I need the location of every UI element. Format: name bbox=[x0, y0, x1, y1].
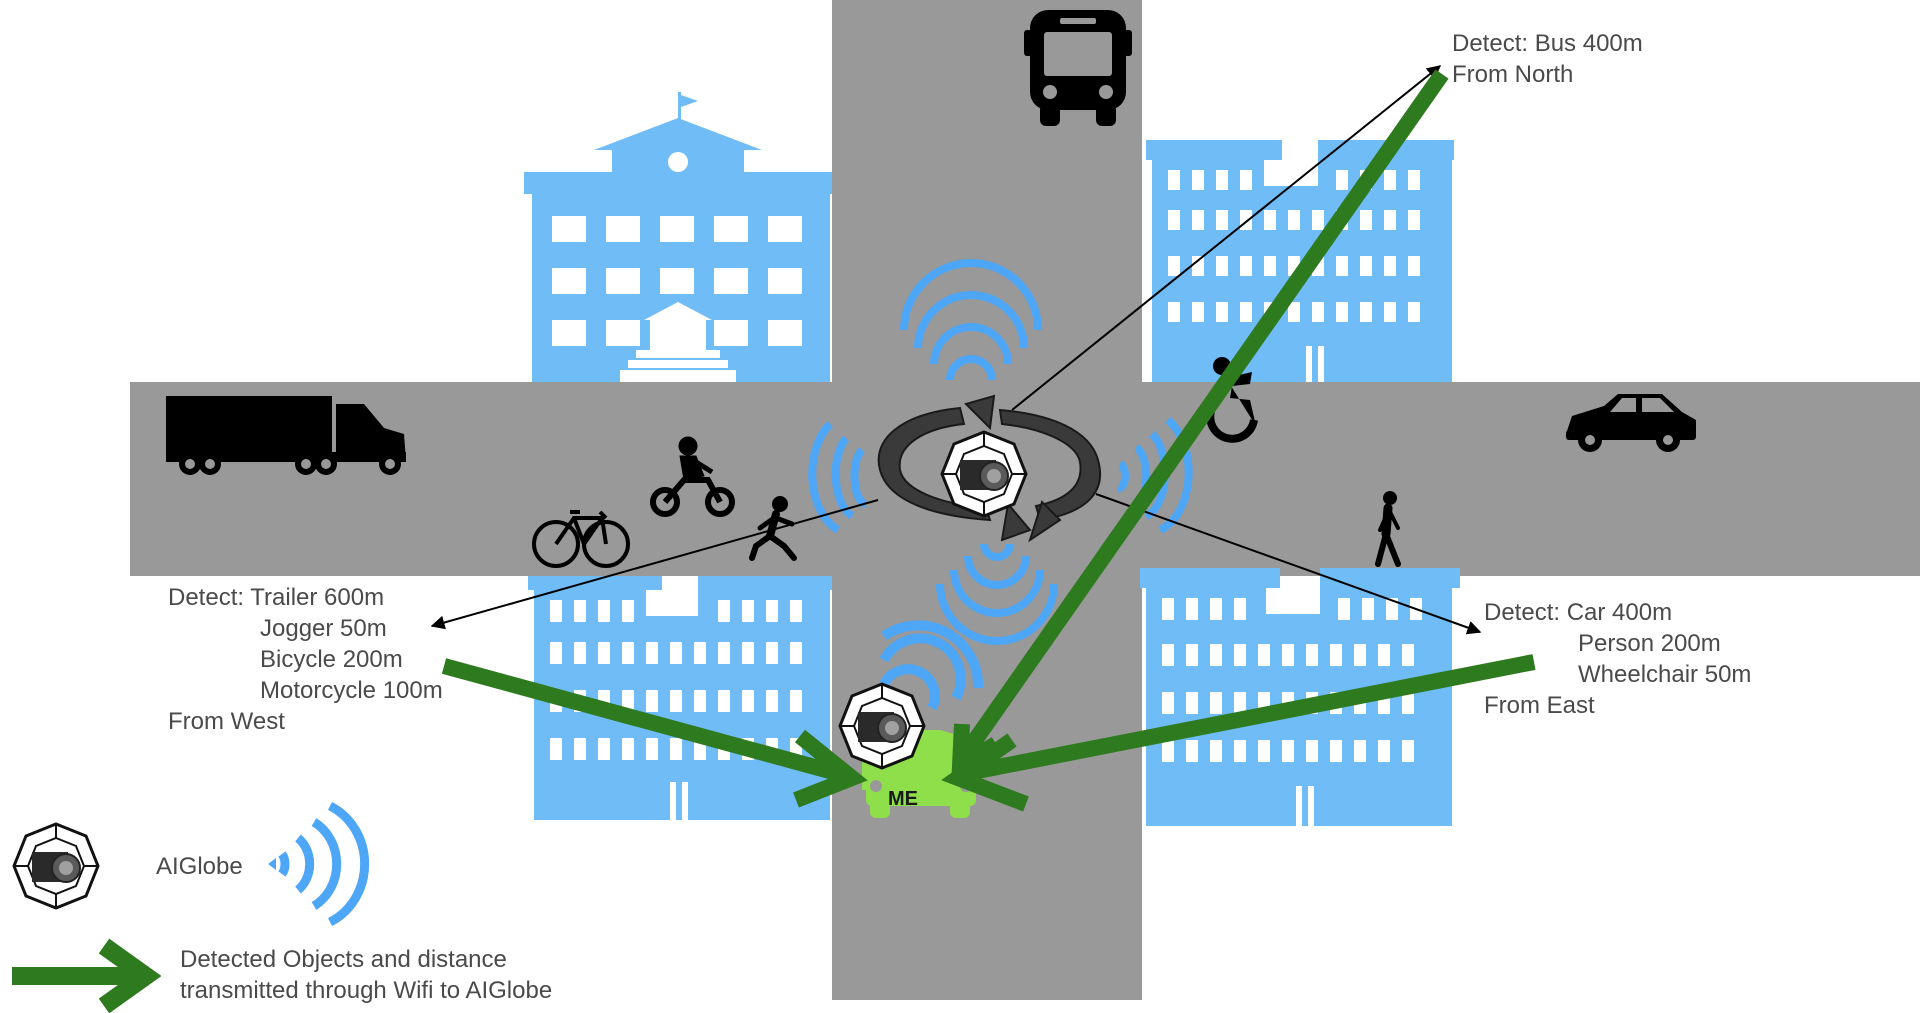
bicycle-icon bbox=[532, 510, 630, 568]
annotation-east-line4: From East bbox=[1484, 692, 1595, 719]
legend-aiglobe-label: AIGlobe bbox=[156, 853, 243, 880]
transmission-arrows bbox=[441, 69, 1536, 812]
motorcycle-icon bbox=[650, 436, 735, 517]
annotation-north: Detect: Bus 400m From North bbox=[1452, 28, 1643, 90]
annotation-west-line2: Jogger 50m bbox=[260, 615, 387, 642]
detection-lines bbox=[430, 65, 1482, 635]
annotation-west-line5: From West bbox=[168, 708, 285, 735]
annotation-east-line2: Person 200m bbox=[1578, 630, 1721, 657]
legend-aiglobe-icon bbox=[12, 822, 100, 910]
bus-icon bbox=[1024, 10, 1132, 126]
aiglobe-car-icon bbox=[838, 682, 926, 770]
annotation-west-line3: Bicycle 200m bbox=[260, 646, 403, 673]
annotation-east-line3: Wheelchair 50m bbox=[1578, 661, 1752, 688]
annotation-east-line1: Detect: Car 400m bbox=[1484, 599, 1673, 626]
me-label: ME bbox=[888, 788, 918, 810]
annotation-west-line4: Motorcycle 100m bbox=[260, 677, 443, 704]
legend-arrow-icon bbox=[12, 938, 162, 1013]
annotation-west: Detect: Trailer 600m Jogger 50m Bicycle … bbox=[168, 582, 443, 737]
school-windows bbox=[552, 152, 802, 382]
rotation-arrows-icon bbox=[877, 394, 1102, 543]
legend-wifi-icon bbox=[268, 801, 370, 927]
car-icon bbox=[1566, 394, 1696, 452]
annotation-north-line2: From North bbox=[1452, 61, 1574, 88]
aiglobe-camera-icon bbox=[940, 430, 1028, 518]
jogger-icon bbox=[749, 496, 797, 561]
legend-arrow-label: Detected Objects and distance transmitte… bbox=[180, 944, 552, 1006]
truck-icon bbox=[166, 396, 406, 475]
annotation-west-line1: Detect: Trailer 600m bbox=[168, 584, 385, 611]
annotation-north-line1: Detect: Bus 400m bbox=[1452, 30, 1643, 57]
pedestrian-icon bbox=[1375, 491, 1401, 567]
legend-arrow-line1: Detected Objects and distance bbox=[180, 946, 507, 973]
legend-arrow-line2: transmitted through Wifi to AIGlobe bbox=[180, 977, 553, 1004]
annotation-east: Detect: Car 400m Person 200m Wheelchair … bbox=[1484, 597, 1751, 721]
